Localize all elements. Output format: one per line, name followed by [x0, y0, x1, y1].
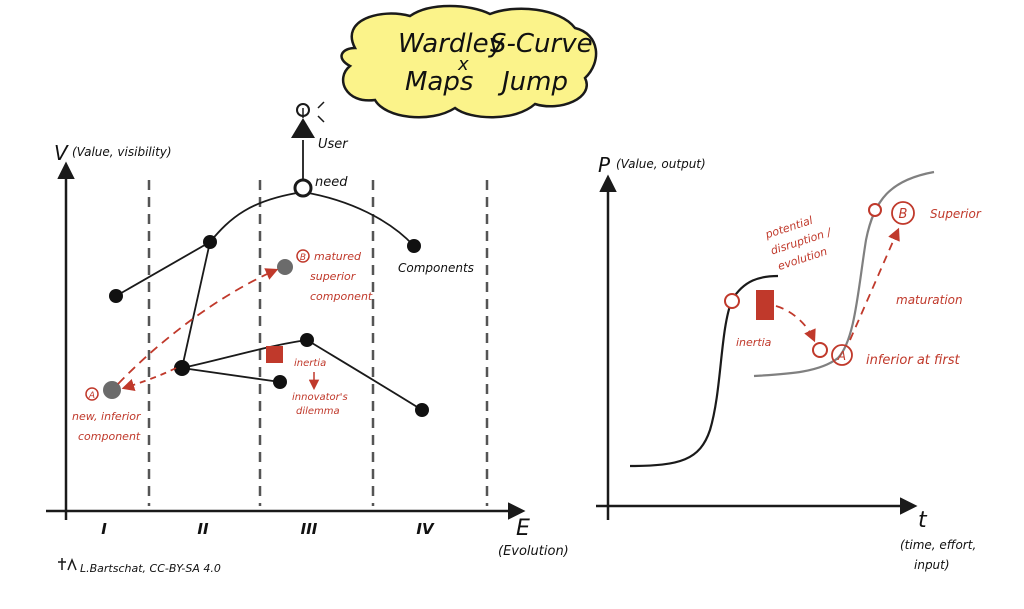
first-s-curve	[629, 274, 779, 468]
title-times: x	[457, 54, 469, 75]
components-label: Components	[398, 261, 474, 275]
title-wardley: Wardley	[398, 29, 505, 59]
disruption-annotation: potential disruption / evolution	[763, 214, 834, 273]
inertia-label: inertia	[294, 358, 326, 369]
component-node	[407, 239, 421, 253]
inferior-label: inferior at first	[866, 353, 961, 368]
marker-a-label: A	[837, 349, 846, 363]
wardley-map: V (Value, visibility) E (Evolution) I II…	[46, 101, 569, 559]
dilemma-label-1: innovator's	[292, 392, 348, 403]
superior-point	[868, 203, 882, 217]
component-node	[300, 333, 314, 347]
maturation-arrow	[849, 227, 900, 341]
matured-label-2: superior	[310, 270, 357, 283]
component-node	[174, 360, 190, 376]
marker-b-circle	[891, 201, 915, 225]
need-label: need	[315, 175, 348, 190]
scurve-x-label-2: input)	[914, 558, 950, 572]
wardley-links	[115, 140, 423, 411]
evolution-arrow	[117, 268, 279, 385]
wardley-x-symbol: E	[516, 516, 530, 541]
marker-a-label: A	[88, 391, 95, 401]
new-component-node	[103, 381, 121, 399]
phase-label-2: II	[197, 520, 209, 538]
author-icon	[58, 557, 77, 571]
credit: L.Bartschat, CC-BY-SA 4.0	[58, 557, 221, 575]
scurve-x-symbol: t	[918, 508, 928, 533]
replacement-arrow	[121, 367, 177, 392]
second-s-curve	[753, 170, 935, 378]
scurve-y-symbol: P	[598, 153, 611, 177]
maturation-label: maturation	[896, 293, 963, 307]
marker-b-circle	[296, 249, 310, 263]
need-node	[293, 178, 313, 198]
new-label-2: component	[78, 430, 141, 443]
wardley-y-label: (Value, visibility)	[72, 145, 172, 159]
component-node	[203, 235, 217, 249]
user-icon	[291, 101, 325, 138]
scurve-y-label: (Value, output)	[616, 157, 706, 171]
scurve-chart: P (Value, output) t (time, effort, input…	[596, 153, 982, 572]
title-cloud-shape	[340, 4, 598, 119]
marker-b-label: B	[899, 207, 908, 222]
user-label: User	[318, 137, 349, 152]
marker-a-circle	[831, 344, 853, 366]
inertia-block	[266, 346, 283, 363]
phase-label-1: I	[101, 520, 107, 538]
inertia-point	[724, 293, 740, 309]
wardley-x-label: (Evolution)	[498, 544, 569, 559]
phase-label-3: III	[301, 520, 318, 538]
new-label-1: new, inferior	[72, 410, 142, 423]
title-jump: Jump	[497, 67, 568, 97]
marker-b-label: B	[300, 253, 306, 263]
inertia-label: inertia	[736, 336, 772, 349]
matured-label-3: component	[310, 290, 373, 303]
component-node	[415, 403, 429, 417]
marker-a-circle	[85, 387, 99, 401]
inferior-point	[812, 342, 828, 358]
inertia-block	[756, 290, 774, 320]
credit-text: L.Bartschat, CC-BY-SA 4.0	[80, 562, 221, 575]
title-scurve: S-Curve	[490, 29, 593, 59]
matured-label-1: matured	[314, 250, 362, 263]
title-cloud: Wardley Maps x S-Curve Jump	[340, 4, 598, 119]
wardley-y-symbol: V	[54, 141, 69, 165]
superior-label: Superior	[930, 207, 982, 221]
scurve-x-label-1: (time, effort,	[900, 538, 976, 552]
component-node	[109, 289, 123, 303]
dilemma-label-2: dilemma	[296, 406, 340, 417]
title-maps: Maps	[405, 67, 473, 97]
matured-component-node	[277, 259, 293, 275]
phase-label-4: IV	[416, 520, 435, 538]
jump-arrow	[775, 305, 816, 343]
component-node	[273, 375, 287, 389]
